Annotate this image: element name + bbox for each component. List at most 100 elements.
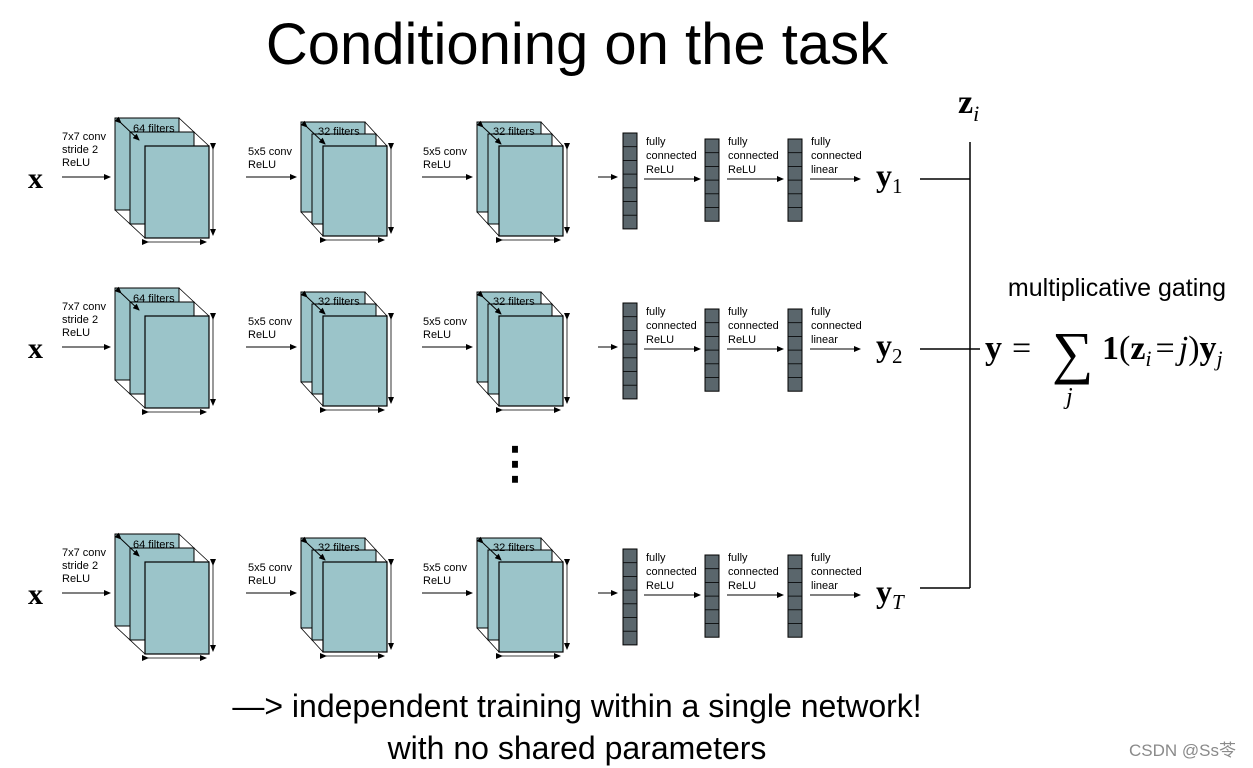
conv2-filters-label: 32 filters (318, 296, 360, 308)
fc3-label-line: connected (811, 566, 862, 578)
conv3-label-line: 5x5 conv (423, 562, 468, 574)
conv1-label-line: 7x7 conv (62, 301, 107, 313)
fc3-bar (787, 138, 803, 222)
fc1-label-line: ReLU (646, 580, 674, 592)
fc2-bar (704, 308, 720, 392)
input-x-label: x (28, 332, 43, 365)
output-y-label: yT (876, 573, 905, 614)
fc1-label-line: fully (646, 552, 666, 564)
formula-close-paren: ) (1188, 330, 1199, 367)
conv3-label-line: 5x5 conv (423, 316, 468, 328)
conv1-label-line: ReLU (62, 573, 90, 585)
conv1-filters-label: 64 filters (133, 123, 175, 135)
fc3-label-line: fully (811, 136, 831, 148)
fc3-label-line: linear (811, 580, 838, 592)
formula-z-sub: i (1145, 346, 1151, 371)
fc1-label-line: ReLU (646, 164, 674, 176)
conv3-feature-maps (476, 536, 570, 659)
conv3-filters-label: 32 filters (493, 126, 535, 138)
output-y-base: y (876, 157, 892, 193)
fc1-label-line: connected (646, 566, 697, 578)
fc3-label-line: connected (811, 150, 862, 162)
output-y-base: y (876, 327, 892, 363)
fc1-label-line: fully (646, 306, 666, 318)
conv3-label-line: ReLU (423, 159, 451, 171)
fc2-bar (704, 554, 720, 638)
caption-line-2: with no shared parameters (387, 730, 767, 766)
conv2-filters-label: 32 filters (318, 126, 360, 138)
fc1-label-line: connected (646, 150, 697, 162)
fc2-bar (704, 138, 720, 222)
fc3-label-line: connected (811, 320, 862, 332)
caption-line-1: —> independent training within a single … (232, 688, 921, 724)
formula-y-sub: j (1214, 346, 1223, 371)
conv2-label-line: ReLU (248, 575, 276, 587)
output-y-base: y (876, 573, 892, 609)
conv1-filters-label: 64 filters (133, 539, 175, 551)
fc1-label-line: ReLU (646, 334, 674, 346)
fc2-label-line: ReLU (728, 164, 756, 176)
fc2-label-line: ReLU (728, 334, 756, 346)
fc2-label-line: ReLU (728, 580, 756, 592)
conv1-label-line: 7x7 conv (62, 547, 107, 559)
conv2-label-line: ReLU (248, 159, 276, 171)
z-base: z (958, 84, 973, 121)
conv3-feature-maps (476, 120, 570, 243)
fc2-label-line: fully (728, 552, 748, 564)
formula-sum-symbol: ∑ (1052, 320, 1093, 385)
fc3-label-line: fully (811, 552, 831, 564)
gating-label: multiplicative gating (1008, 274, 1226, 302)
conv2-label-line: 5x5 conv (248, 316, 293, 328)
task-variable-z: zi (958, 84, 979, 126)
fc2-label-line: fully (728, 306, 748, 318)
output-y-label: y1 (876, 157, 903, 198)
fc1-bar (622, 548, 638, 646)
conv3-label-line: ReLU (423, 329, 451, 341)
formula-indicator: 1 (1102, 330, 1119, 367)
conv2-feature-maps (300, 120, 394, 243)
conv2-feature-maps (300, 536, 394, 659)
gating-formula: y = ∑ j 1(zi=j)yj (985, 320, 1223, 410)
fc2-label-line: connected (728, 320, 779, 332)
watermark: CSDN @Ss苓 (1129, 741, 1236, 760)
conv1-label-line: ReLU (62, 157, 90, 169)
input-x-label: x (28, 162, 43, 195)
fc1-bar (622, 302, 638, 400)
output-y-label: y2 (876, 327, 903, 368)
page-title: Conditioning on the task (266, 12, 889, 77)
conv3-feature-maps (476, 290, 570, 413)
conv2-label-line: 5x5 conv (248, 146, 293, 158)
gating-bus (920, 142, 980, 589)
fc3-label-line: fully (811, 306, 831, 318)
conv1-label-line: stride 2 (62, 560, 98, 572)
fc2-label-line: connected (728, 150, 779, 162)
conv2-label-line: 5x5 conv (248, 562, 293, 574)
conv2-filters-label: 32 filters (318, 542, 360, 554)
formula-body: 1(zi=j)yj (1102, 330, 1223, 371)
rows-ellipsis: ⋮ (493, 439, 537, 488)
fc3-bar (787, 308, 803, 392)
conv1-feature-maps (114, 532, 216, 661)
fc1-label-line: connected (646, 320, 697, 332)
z-sub: i (973, 101, 979, 126)
conv2-label-line: ReLU (248, 329, 276, 341)
conv3-filters-label: 32 filters (493, 542, 535, 554)
fc3-label-line: linear (811, 334, 838, 346)
conv1-label-line: stride 2 (62, 314, 98, 326)
fc2-label-line: fully (728, 136, 748, 148)
fc1-label-line: fully (646, 136, 666, 148)
formula-j: j (1175, 330, 1188, 367)
conv1-feature-maps (114, 286, 216, 415)
formula-inner-equals: = (1156, 330, 1175, 367)
fc2-label-line: connected (728, 566, 779, 578)
input-x-label: x (28, 578, 43, 611)
fc3-label-line: linear (811, 164, 838, 176)
fc1-bar (622, 132, 638, 230)
output-y-sub: 1 (892, 174, 903, 198)
conv3-filters-label: 32 filters (493, 296, 535, 308)
